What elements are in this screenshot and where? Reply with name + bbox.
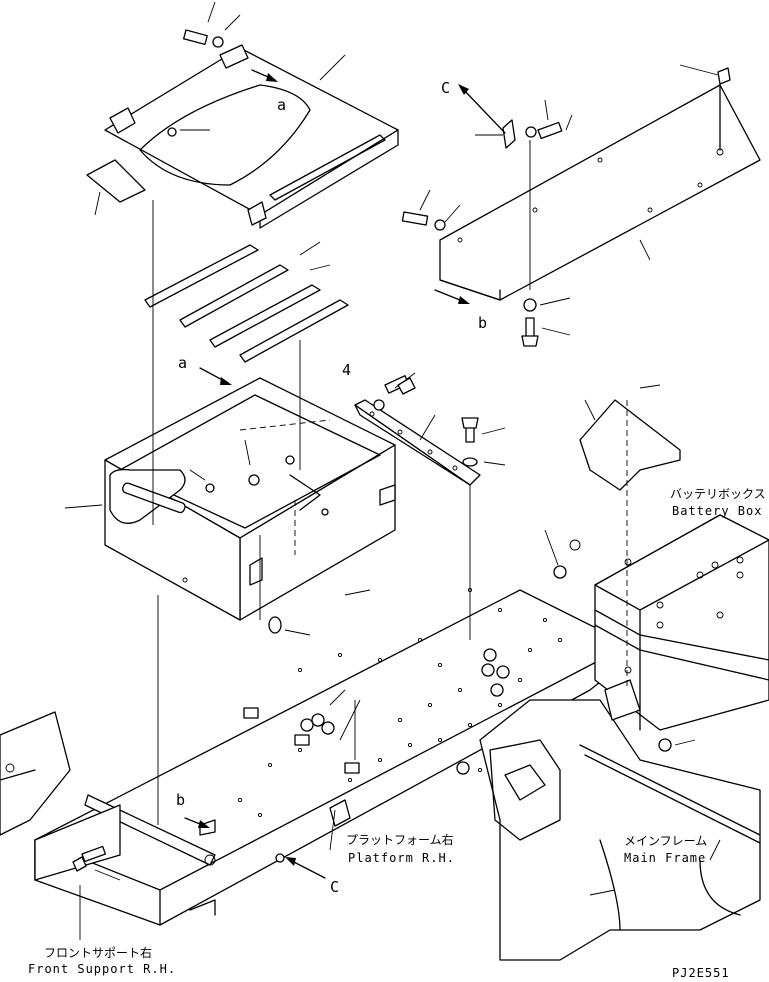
rubber-strips: [86, 159, 349, 363]
label-b-front: b: [176, 791, 185, 809]
rear-cover-panel: [401, 67, 761, 347]
side-angle-bracket: [354, 375, 481, 486]
label-c-top: C: [441, 79, 450, 97]
tool-box: [104, 377, 396, 634]
label-a-top: a: [277, 96, 286, 114]
front-support-label-en: Front Support R.H.: [28, 962, 176, 976]
drawing-code: PJ2E551: [672, 966, 730, 980]
label-a-box: a: [178, 354, 187, 372]
main-frame: [479, 699, 761, 961]
direction-arrows: [184, 69, 506, 879]
main-frame-label-en: Main Frame: [624, 851, 706, 865]
front-support-label-jp: フロントサポート右: [44, 945, 152, 960]
front-support-rh: [0, 711, 121, 881]
platform-label-jp: プラットフォーム右: [346, 832, 454, 847]
leader-lines: [64, 1, 721, 940]
battery-box-label-en: Battery Box: [672, 504, 762, 518]
box-lid: [104, 29, 399, 229]
platform-label-en: Platform R.H.: [348, 851, 455, 865]
label-num-4: 4: [342, 361, 351, 379]
battery-box-label-jp: バッテリボックス: [670, 487, 766, 501]
battery-box: [579, 399, 769, 752]
main-frame-label-jp: メインフレーム: [624, 834, 707, 848]
label-b-side: b: [478, 314, 487, 332]
assembly-lines: [152, 90, 721, 825]
label-c-platform: C: [330, 878, 339, 896]
